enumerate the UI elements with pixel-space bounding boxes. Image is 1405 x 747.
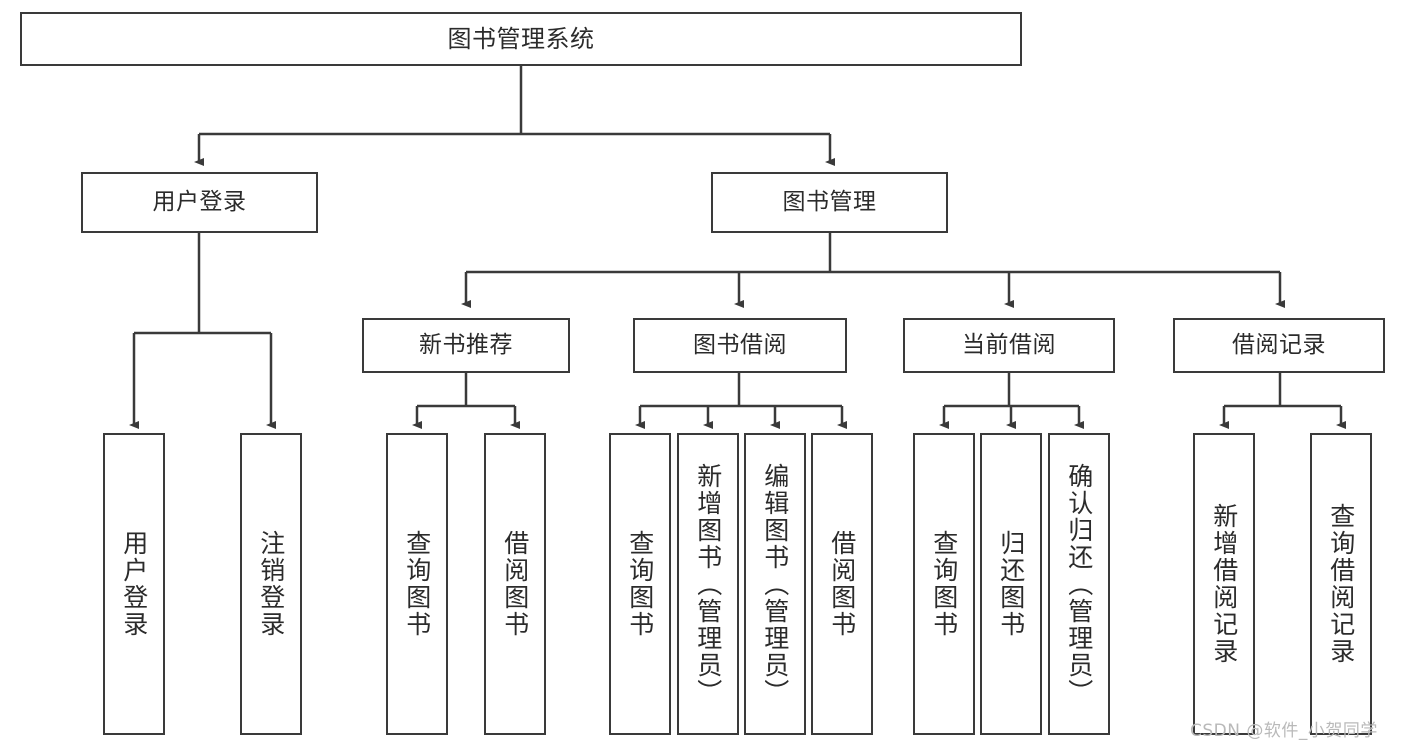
- node-book-borrow[interactable]: 图书借阅: [633, 318, 847, 373]
- node-root-book-management-system[interactable]: 图书管理系统: [20, 12, 1022, 66]
- leaf-add-borrow-record[interactable]: 新增借阅记录: [1193, 433, 1255, 735]
- node-label: 新增图书（管理员）: [693, 462, 723, 706]
- node-label: 查询图书: [625, 530, 655, 638]
- node-label: 归还图书: [996, 530, 1026, 638]
- leaf-return-book[interactable]: 归还图书: [980, 433, 1042, 735]
- node-new-book-recommend[interactable]: 新书推荐: [362, 318, 570, 373]
- node-label: 用户登录: [152, 188, 247, 215]
- node-label: 新增借阅记录: [1209, 503, 1239, 665]
- node-label: 用户登录: [119, 530, 149, 638]
- leaf-user-login[interactable]: 用户登录: [103, 433, 165, 735]
- node-label: 当前借阅: [962, 331, 1056, 358]
- node-label: 借阅图书: [827, 530, 857, 638]
- watermark: CSDN @软件_小贺同学: [1190, 721, 1378, 741]
- node-borrow-record[interactable]: 借阅记录: [1173, 318, 1385, 373]
- node-label: 查询借阅记录: [1326, 503, 1356, 665]
- node-current-borrow[interactable]: 当前借阅: [903, 318, 1115, 373]
- leaf-add-book-admin[interactable]: 新增图书（管理员）: [677, 433, 739, 735]
- leaf-new-book-query[interactable]: 查询图书: [386, 433, 448, 735]
- leaf-confirm-return-admin[interactable]: 确认归还（管理员）: [1048, 433, 1110, 735]
- leaf-logout[interactable]: 注销登录: [240, 433, 302, 735]
- node-label: 图书借阅: [693, 331, 787, 358]
- node-label: 注销登录: [256, 530, 286, 638]
- node-label: 借阅图书: [500, 530, 530, 638]
- leaf-borrow-book[interactable]: 借阅图书: [811, 433, 873, 735]
- node-label: 查询图书: [929, 530, 959, 638]
- node-label: 借阅记录: [1232, 331, 1326, 358]
- node-label: 图书管理系统: [447, 24, 595, 53]
- node-label: 编辑图书（管理员）: [760, 462, 790, 706]
- leaf-new-book-borrow[interactable]: 借阅图书: [484, 433, 546, 735]
- node-label: 查询图书: [402, 530, 432, 638]
- node-label: 图书管理: [782, 188, 877, 215]
- leaf-current-query-book[interactable]: 查询图书: [913, 433, 975, 735]
- leaf-borrow-query-book[interactable]: 查询图书: [609, 433, 671, 735]
- node-user-login[interactable]: 用户登录: [81, 172, 318, 233]
- leaf-edit-book-admin[interactable]: 编辑图书（管理员）: [744, 433, 806, 735]
- leaf-query-borrow-record[interactable]: 查询借阅记录: [1310, 433, 1372, 735]
- node-label: 新书推荐: [419, 331, 513, 358]
- node-label: 确认归还（管理员）: [1064, 462, 1094, 706]
- node-book-management[interactable]: 图书管理: [711, 172, 948, 233]
